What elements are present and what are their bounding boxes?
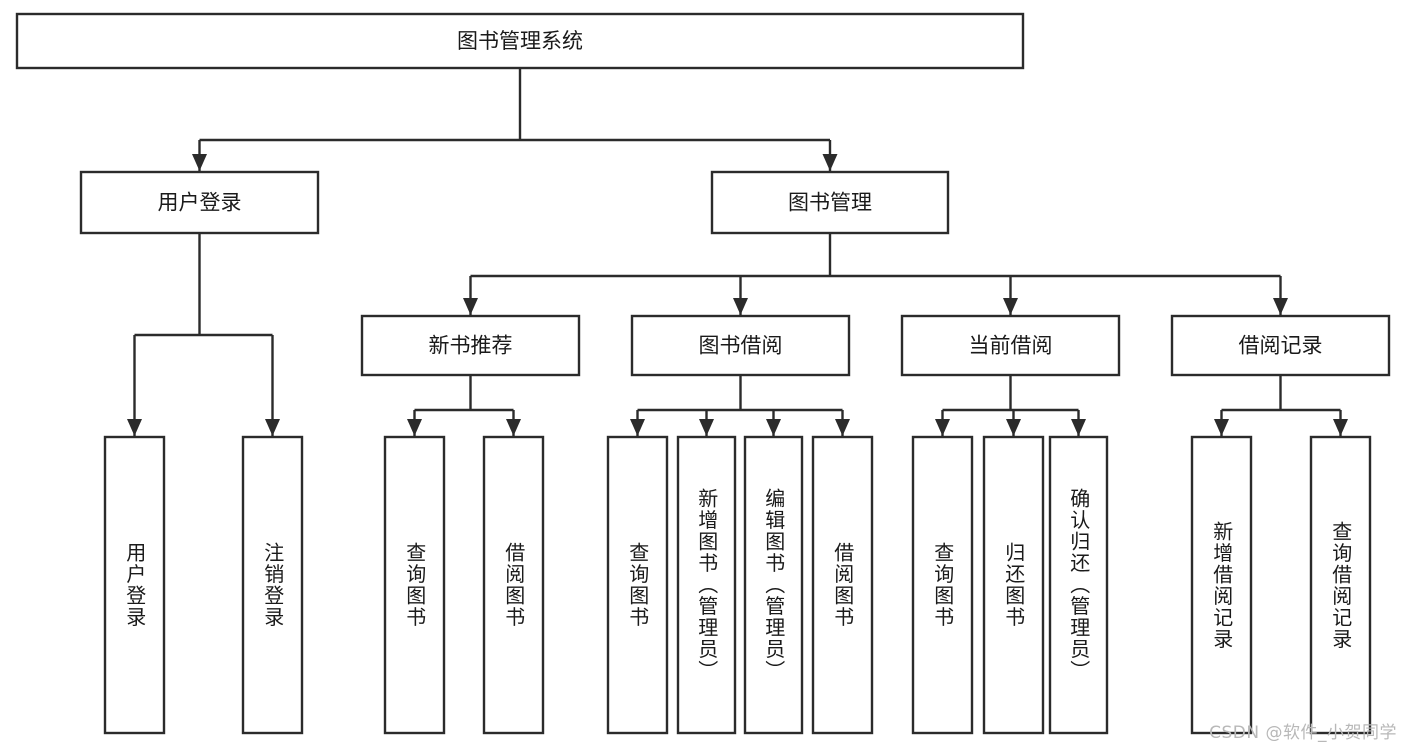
node-leaf-borrow-book-2[interactable] xyxy=(811,435,874,735)
arrow-head-icon xyxy=(766,419,781,436)
node-leaf-query-book-1[interactable] xyxy=(383,435,446,735)
arrow-head-icon xyxy=(822,154,838,171)
arrow-head-icon xyxy=(835,419,850,436)
node-book-manage-label: 图书管理 xyxy=(788,191,872,215)
arrow-head-icon xyxy=(192,154,207,171)
node-leaf-return-book[interactable] xyxy=(982,435,1045,735)
node-leaf-query-book-3[interactable] xyxy=(911,435,974,735)
connector-lines xyxy=(127,68,1348,436)
node-leaf-query-book-2[interactable] xyxy=(606,435,669,735)
arrow-head-icon xyxy=(1333,419,1348,436)
node-user-login-label: 用户登录 xyxy=(158,191,242,215)
arrow-head-icon xyxy=(1273,298,1288,315)
node-borrow-record-label: 借阅记录 xyxy=(1239,334,1323,358)
arrow-head-icon xyxy=(127,419,142,436)
arrow-head-icon xyxy=(630,419,645,436)
arrow-head-icon xyxy=(733,298,748,315)
arrow-head-icon xyxy=(506,419,521,436)
arrow-head-icon xyxy=(463,298,478,315)
arrow-head-icon xyxy=(265,419,280,436)
node-user-login[interactable]: 用户登录 xyxy=(79,170,320,235)
node-leaf-query-record[interactable] xyxy=(1309,435,1372,735)
node-leaf-confirm-return[interactable] xyxy=(1048,435,1109,735)
arrow-head-icon xyxy=(1071,419,1086,436)
node-leaf-user-login[interactable] xyxy=(103,435,166,735)
arrow-head-icon xyxy=(935,419,950,436)
node-leaf-edit-book[interactable] xyxy=(743,435,804,735)
node-current-borrow[interactable]: 当前借阅 xyxy=(900,314,1121,377)
node-new-book-rec[interactable]: 新书推荐 xyxy=(360,314,581,377)
node-leaf-add-book[interactable] xyxy=(676,435,737,735)
node-borrow-record[interactable]: 借阅记录 xyxy=(1170,314,1391,377)
arrow-head-icon xyxy=(1003,298,1018,315)
node-book-borrow-label: 图书借阅 xyxy=(699,334,783,358)
node-root[interactable]: 图书管理系统 xyxy=(15,12,1025,70)
node-new-book-rec-label: 新书推荐 xyxy=(429,334,513,358)
node-leaf-add-record[interactable] xyxy=(1190,435,1253,735)
node-leaf-user-logout[interactable] xyxy=(241,435,304,735)
node-book-manage[interactable]: 图书管理 xyxy=(710,170,950,235)
arrow-head-icon xyxy=(1214,419,1229,436)
node-book-borrow[interactable]: 图书借阅 xyxy=(630,314,851,377)
arrow-head-icon xyxy=(1006,419,1021,436)
node-leaf-borrow-book-1[interactable] xyxy=(482,435,545,735)
csdn-watermark: CSDN @软件_小贺同学 xyxy=(1209,723,1397,743)
node-root-label: 图书管理系统 xyxy=(457,29,583,53)
node-current-borrow-label: 当前借阅 xyxy=(969,334,1053,358)
arrow-head-icon xyxy=(407,419,422,436)
arrow-head-icon xyxy=(699,419,714,436)
